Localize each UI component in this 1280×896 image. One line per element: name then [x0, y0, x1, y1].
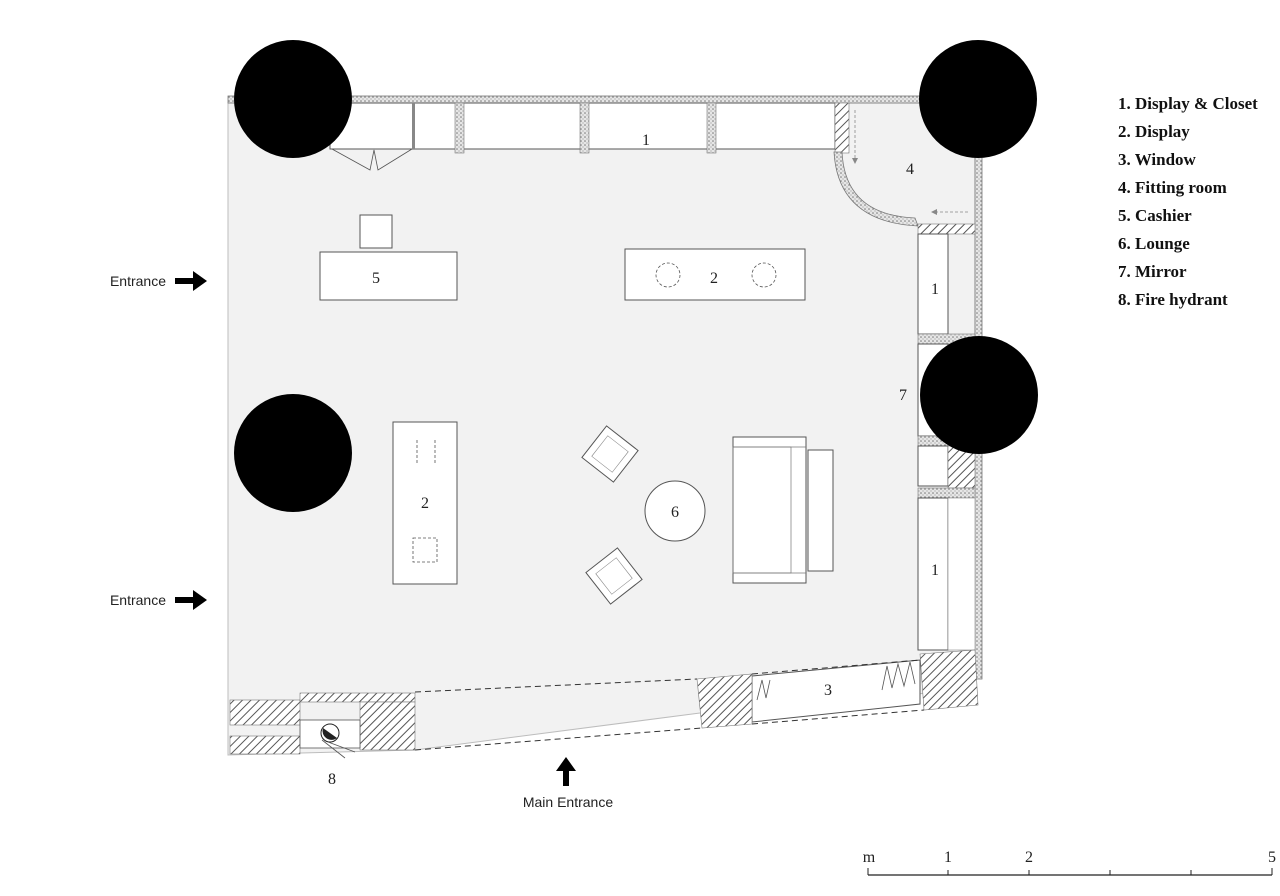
legend-item: 2. Display [1118, 122, 1190, 141]
label-window: 3 [824, 682, 832, 699]
scale-tick-1: 1 [944, 849, 952, 866]
fire-hydrant-symbol [320, 723, 356, 759]
scale-tick-5: 5 [1268, 849, 1276, 866]
legend-item: 1. Display & Closet [1118, 94, 1258, 113]
sofa [732, 436, 807, 584]
label-lounge: 6 [671, 504, 679, 521]
label-closet-right-lower: 1 [931, 562, 939, 579]
label-closet-right-upper: 1 [931, 281, 939, 298]
label-fire-hydrant: 8 [328, 771, 336, 788]
closet-right-lower [917, 497, 949, 651]
redaction-right-mid [920, 336, 1038, 454]
legend-item: 6. Lounge [1118, 234, 1190, 253]
display-center [624, 248, 806, 301]
entrance-lower-arrow [175, 590, 207, 610]
label-display-center: 2 [710, 270, 718, 287]
cashier-counter [319, 251, 458, 301]
entrance-upper-arrow [175, 271, 207, 291]
redaction-left-mid [234, 394, 352, 512]
scale-tick-2: 2 [1025, 849, 1033, 866]
side-table [807, 449, 834, 572]
display-left [392, 421, 458, 585]
label-mirror: 7 [899, 387, 907, 404]
main-entrance-arrow [556, 757, 576, 786]
legend: 1. Display & Closet 2. Display 3. Window… [1118, 90, 1258, 314]
label-fitting-room: 4 [906, 161, 914, 178]
scale-unit: m [863, 849, 876, 866]
redaction-top-left [234, 40, 352, 158]
scale-bar: m 1 2 5 [863, 849, 1276, 876]
main-entrance-label: Main Entrance [523, 794, 613, 810]
label-display-left: 2 [421, 495, 429, 512]
armchair-lower [585, 547, 643, 605]
entrance-lower-label: Entrance [110, 592, 166, 608]
label-closet-top: 1 [642, 132, 650, 149]
cashier-stool [359, 214, 393, 249]
legend-item: 7. Mirror [1118, 262, 1187, 281]
label-cashier: 5 [372, 270, 380, 287]
redaction-top-right [919, 40, 1037, 158]
armchair-upper [581, 425, 639, 483]
legend-item: 3. Window [1118, 150, 1196, 169]
lounge-table [644, 480, 706, 542]
entrance-upper-label: Entrance [110, 273, 166, 289]
legend-item: 8. Fire hydrant [1118, 290, 1228, 309]
legend-item: 4. Fitting room [1118, 178, 1227, 197]
legend-item: 5. Cashier [1118, 206, 1192, 225]
